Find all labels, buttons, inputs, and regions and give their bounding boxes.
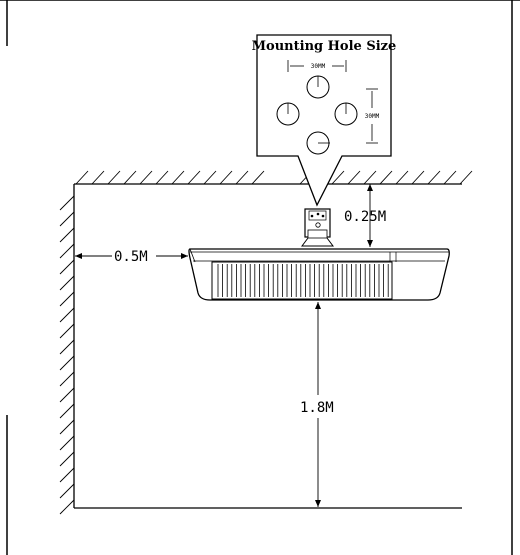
floor-height-dimension: 1.8M	[300, 302, 334, 507]
mounting-hole-callout: Mounting Hole Size 30MM 30MM	[252, 34, 397, 207]
ceiling	[74, 170, 473, 185]
callout-box	[256, 34, 392, 207]
floor-height-label: 1.8M	[300, 400, 334, 416]
horizontal-spacing-label: 30MM	[311, 63, 326, 70]
heating-element-grille	[211, 261, 393, 300]
callout-title: Mounting Hole Size	[252, 39, 397, 54]
vertical-spacing-label: 30MM	[365, 113, 380, 120]
ceiling-clearance-dimension: 0.25M	[344, 184, 386, 247]
wall-clearance-label: 0.5M	[114, 249, 148, 265]
mounting-bracket	[301, 208, 334, 247]
ceiling-clearance-label: 0.25M	[344, 209, 386, 225]
wall	[59, 184, 75, 515]
patio-heater	[188, 248, 450, 301]
wall-clearance-dimension: 0.5M	[75, 249, 188, 265]
